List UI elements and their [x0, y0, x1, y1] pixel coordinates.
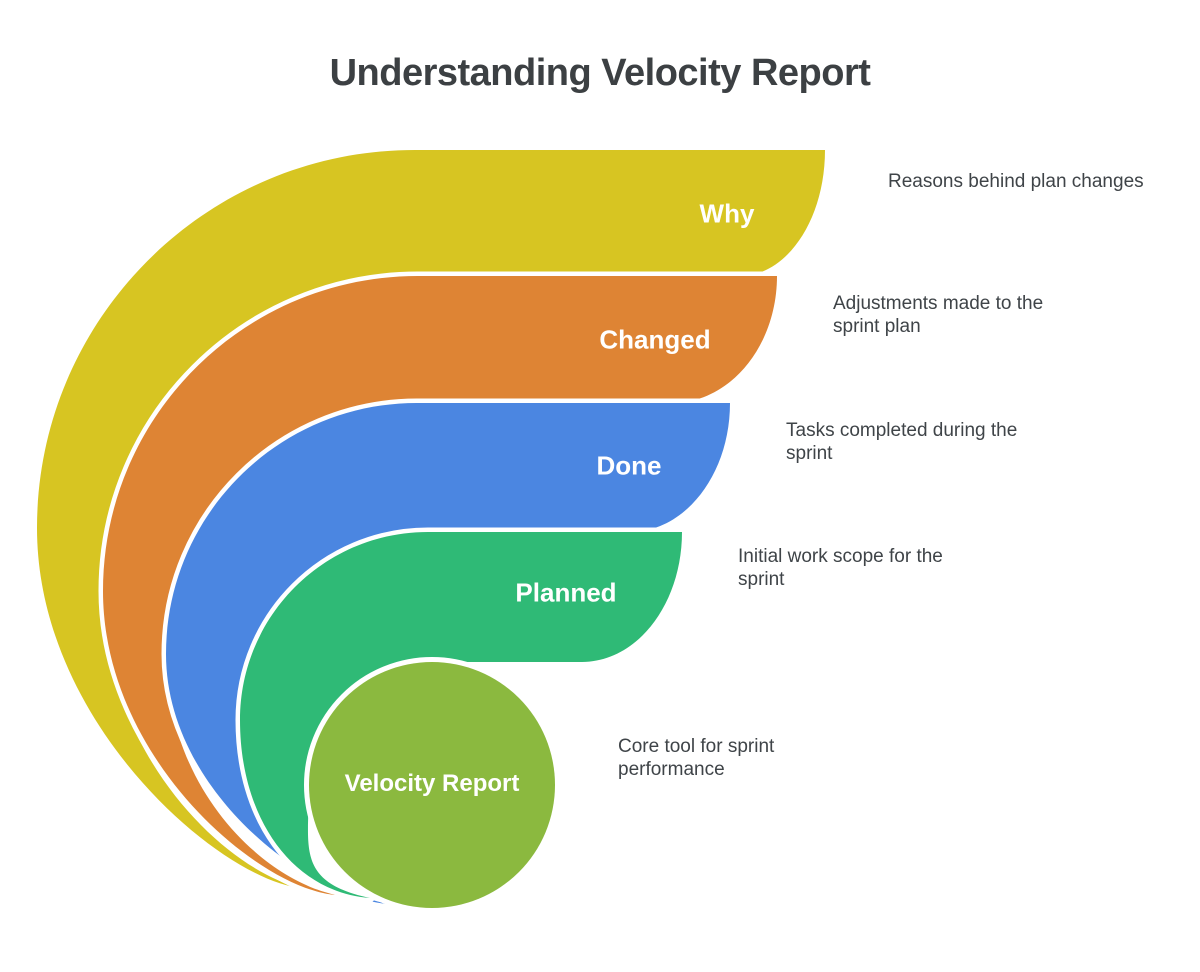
velocity-report-circle — [304, 657, 560, 913]
description-velocity-report: Core tool for sprint performance — [618, 736, 775, 780]
circle-label-velocity-report: Velocity Report — [344, 770, 520, 797]
description-done: Tasks completed during the sprint — [786, 420, 1018, 464]
arc-label-done: Done — [596, 450, 662, 481]
planned-arc — [235, 527, 687, 903]
description-why: Reasons behind plan changes — [888, 171, 1144, 192]
page-title: Understanding Velocity Report — [329, 52, 871, 94]
description-planned: Initial work scope for the sprint — [738, 546, 943, 590]
arc-label-planned: Planned — [515, 577, 617, 608]
description-changed: Adjustments made to the sprint plan — [833, 293, 1044, 337]
arc-label-changed: Changed — [599, 324, 711, 355]
arc-label-why: Why — [699, 198, 755, 229]
